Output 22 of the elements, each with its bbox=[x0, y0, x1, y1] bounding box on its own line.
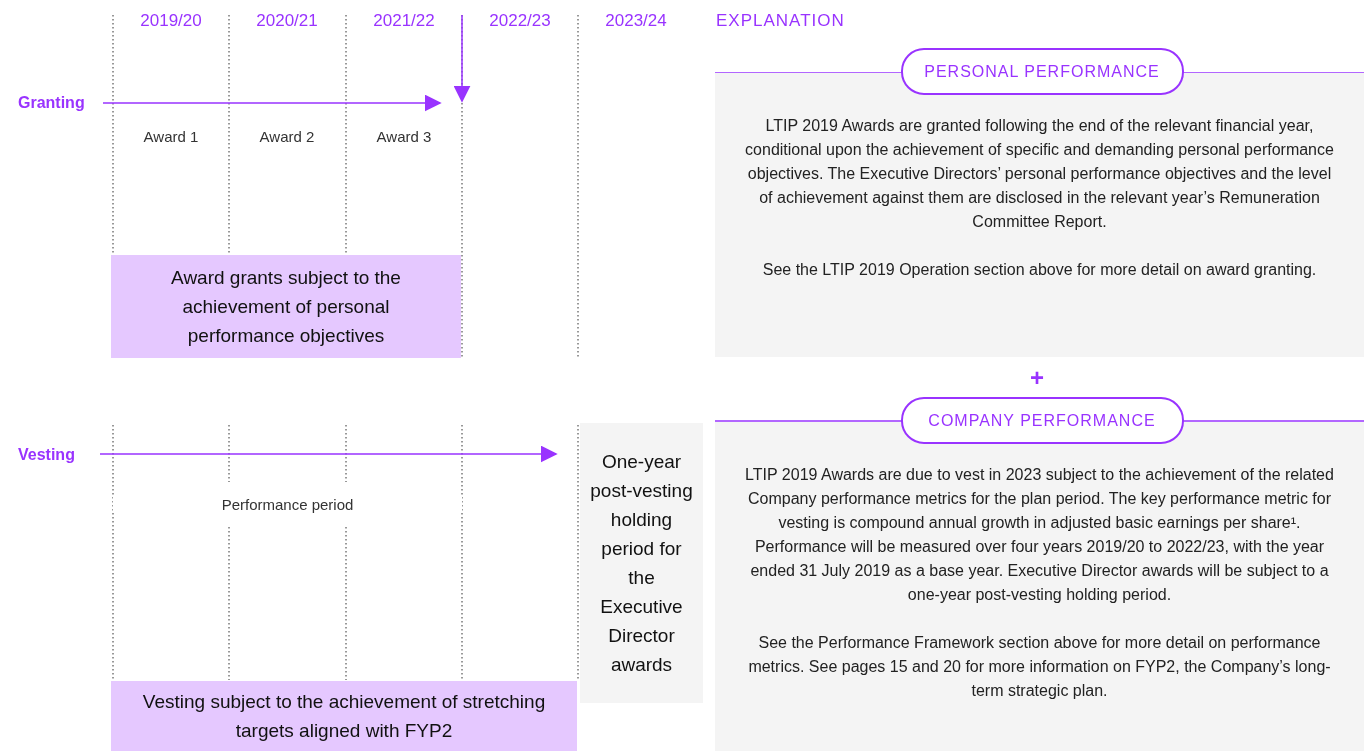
body-text: LTIP 2019 Awards are granted following the end of the relevant financial year, conditional upon the achievement of specific and demanding personal performance objectives. The Executive Directors’ personal performance objectives and the level of achievement against them are disclosed in the relevant year’s Remuneration Committee Report. bbox=[745, 116, 1334, 232]
row-label: Granting bbox=[18, 94, 85, 112]
body-text: See the Performance Framework section above for more detail on performance metrics. See pages 15 and 20 for more information on FYP2, the Company’s long-term strategic plan. bbox=[747, 633, 1332, 701]
column-heading: EXPLANATION bbox=[716, 11, 845, 31]
award-label: Award 2 bbox=[258, 128, 316, 145]
year-label: 2020/21 bbox=[255, 11, 319, 31]
section-heading: COMPANY PERFORMANCE bbox=[900, 397, 1184, 444]
highlight-box: Vesting subject to the achievement of stretching targets aligned with FYP2 bbox=[111, 681, 577, 751]
note-box: One-year post-vesting holding period for the Executive Director awards bbox=[580, 423, 703, 703]
award-label: Award 1 bbox=[142, 128, 200, 145]
period-label: Performance period bbox=[113, 496, 462, 513]
plus-sign: + bbox=[1030, 364, 1044, 392]
body-text: See the LTIP 2019 Operation section above for more detail on award granting. bbox=[761, 260, 1318, 280]
row-label: Vesting bbox=[18, 446, 75, 464]
year-label: 2023/24 bbox=[604, 11, 668, 31]
year-label: 2022/23 bbox=[488, 11, 552, 31]
award-label: Award 3 bbox=[375, 128, 433, 145]
year-label: 2019/20 bbox=[139, 11, 203, 31]
section-heading: PERSONAL PERFORMANCE bbox=[900, 48, 1184, 95]
highlight-box: Award grants subject to the achievement of personal performance objectives bbox=[111, 255, 461, 358]
year-label: 2021/22 bbox=[372, 11, 436, 31]
body-text: LTIP 2019 Awards are due to vest in 2023 subject to the achievement of the related Company performance metrics for the plan period. The key performance metric for vesting is compound annual growth in adjusted basic earnings per share¹. Performance will be measured over four years 2019/20 to 2022/23, with the year ended 31 July 2019 as a base year. Executive Director awards will be subject to a one-year post-vesting holding period. bbox=[745, 465, 1334, 605]
